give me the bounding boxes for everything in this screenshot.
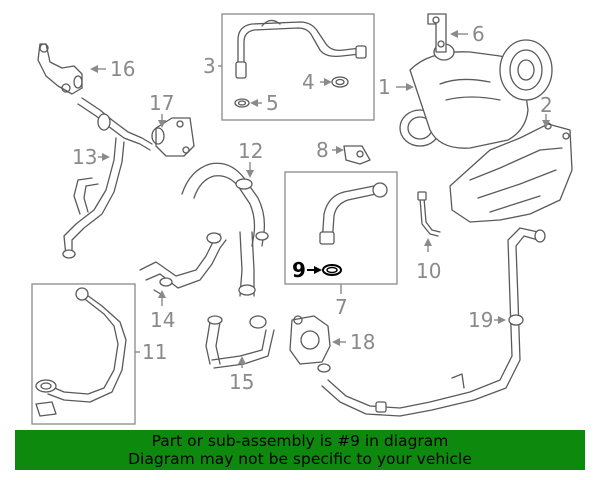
part-19-pipe <box>321 227 546 417</box>
part-18-valve <box>289 315 331 373</box>
callout-18: 18 <box>332 330 375 354</box>
part-5-seal <box>234 98 250 108</box>
svg-text:12: 12 <box>238 139 263 163</box>
callout-8: 8 <box>316 138 344 162</box>
callout-15: 15 <box>229 356 254 394</box>
callout-12: 12 <box>238 139 263 178</box>
svg-text:16: 16 <box>110 57 135 81</box>
callout-6: 6 <box>450 22 485 46</box>
callout-3: 3 <box>203 54 222 78</box>
part-6-bracket <box>427 13 447 53</box>
group-box-3 <box>221 13 375 121</box>
callout-14: 14 <box>150 290 175 332</box>
svg-text:11: 11 <box>142 340 167 364</box>
svg-text:18: 18 <box>350 330 375 354</box>
banner-line-1: Part or sub-assembly is #9 in diagram <box>151 432 449 450</box>
part-17-housing <box>151 117 195 157</box>
part-9-o-ring <box>322 264 342 276</box>
info-banner: Part or sub-assembly is #9 in diagram Di… <box>15 430 585 470</box>
part-14-pipe <box>139 232 227 297</box>
part-11-pipe <box>35 287 127 417</box>
callout-10: 10 <box>416 238 441 283</box>
svg-text:2: 2 <box>540 93 553 117</box>
callout-19: 19 <box>468 308 506 332</box>
callout-17: 17 <box>149 91 174 128</box>
svg-text:6: 6 <box>472 22 485 46</box>
part-12-hose <box>181 162 269 297</box>
callout-13: 13 <box>72 145 110 169</box>
svg-text:3: 3 <box>203 54 216 78</box>
svg-text:1: 1 <box>378 75 391 99</box>
part-4-gasket <box>331 76 349 88</box>
part-3-pipe <box>235 19 367 79</box>
svg-text:5: 5 <box>266 91 279 115</box>
svg-text:10: 10 <box>416 259 441 283</box>
svg-text:14: 14 <box>150 308 175 332</box>
callout-2: 2 <box>540 93 553 128</box>
callout-1: 1 <box>378 75 414 99</box>
svg-text:15: 15 <box>229 370 254 394</box>
part-13-hose <box>62 97 153 259</box>
part-10-line <box>417 191 441 237</box>
part-7-hose <box>319 182 388 245</box>
svg-text:19: 19 <box>468 308 493 332</box>
svg-text:17: 17 <box>149 91 174 115</box>
callout-5: 5 <box>250 91 279 115</box>
part-15-pipe <box>205 315 275 369</box>
callout-11: 11 <box>135 340 167 364</box>
part-16-fitting <box>37 43 83 95</box>
svg-text:13: 13 <box>72 145 97 169</box>
callout-4: 4 <box>302 70 332 94</box>
callout-9: 9 <box>292 258 322 282</box>
svg-text:7: 7 <box>335 295 348 319</box>
callout-7: 7 <box>335 284 348 319</box>
banner-line-2: Diagram may not be specific to your vehi… <box>128 450 472 468</box>
part-1-turbocharger <box>399 39 553 149</box>
callout-16: 16 <box>90 57 135 81</box>
svg-text:9: 9 <box>292 258 306 282</box>
group-box-11 <box>31 283 136 425</box>
svg-text:4: 4 <box>302 70 315 94</box>
part-8-clip <box>343 145 371 165</box>
svg-text:8: 8 <box>316 138 329 162</box>
